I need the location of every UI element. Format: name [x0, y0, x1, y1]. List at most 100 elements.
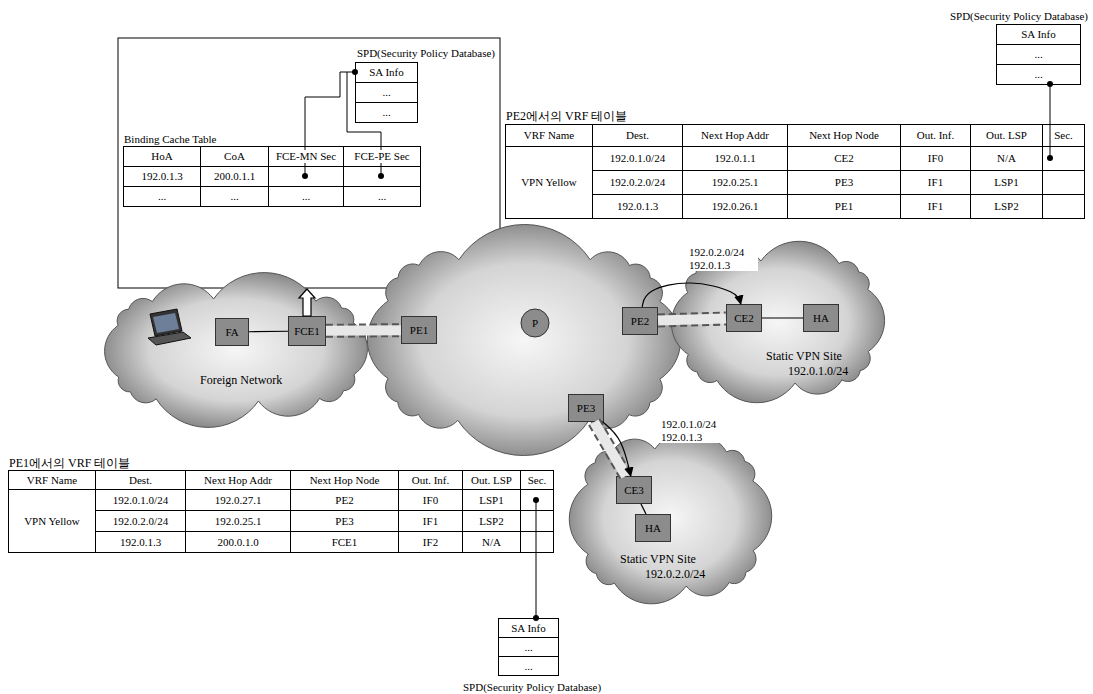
node-label: HA [645, 522, 661, 534]
pointer-dot [1047, 81, 1053, 87]
table-cell [520, 531, 554, 553]
table-cell: LSP1 [970, 170, 1043, 195]
table-text: HoA [150, 150, 173, 162]
tunnel-outline [326, 323, 401, 338]
link-connector [603, 422, 631, 476]
table-text: Out. LSP [985, 129, 1028, 141]
node-label: HA [813, 312, 829, 324]
table-cell: Sec. [1042, 124, 1085, 147]
cloud-outline [108, 290, 364, 410]
table-text: 192.0.1.1 [713, 152, 756, 164]
table-text: PE2 [334, 494, 354, 506]
table-text: FCE-MN Sec [275, 150, 337, 162]
table-cell: PE2 [290, 489, 399, 511]
table-text: FCE1 [331, 536, 359, 548]
link-connector [642, 283, 741, 307]
table-text: LSP1 [478, 494, 504, 506]
lookup-arrow [299, 289, 315, 316]
table-text: 200.0.1.0 [216, 536, 259, 548]
table-cell [268, 166, 344, 187]
table-cell: VPN Yellow [8, 489, 96, 553]
table-text: ... [229, 190, 239, 202]
table-text: 192.0.1.3 [616, 200, 659, 212]
table-cell: ... [355, 102, 418, 123]
table-cell: Out. Inf. [398, 470, 463, 490]
caption-holder: SPD(Security Policy Database) [462, 677, 602, 694]
table-cell: 192.0.1.0/24 [592, 146, 683, 171]
connector-line [641, 504, 646, 514]
tunnel-outline [594, 422, 626, 476]
mpls-core-cloud [367, 224, 680, 455]
table-text: ... [377, 190, 387, 202]
router-box: CE2 [726, 304, 762, 332]
table-cell [520, 489, 554, 511]
sa-pointer-line [536, 500, 537, 618]
table-text: CE2 [833, 152, 855, 164]
table-cell: 192.0.2.0/24 [592, 170, 683, 195]
table-text: Next Hop Addr [700, 129, 770, 141]
cloud-label-holder: Static VPN Site [766, 346, 842, 364]
table-cell: PE3 [290, 510, 399, 532]
table-cell: FCE1 [290, 531, 399, 553]
table-text: IF1 [422, 515, 439, 527]
table-cell: ... [200, 186, 269, 207]
table-text: 192.0.27.1 [214, 494, 263, 506]
laptop-display [153, 313, 179, 333]
table-text: LSP2 [993, 200, 1019, 212]
network-cloud: Static VPN Site192.0.1.0/24CE2HA [678, 252, 878, 392]
table-text: ... [1033, 68, 1043, 80]
table-text: 192.0.2.0/24 [112, 515, 169, 527]
connector-line [642, 283, 741, 307]
table-cell: ... [498, 637, 559, 657]
table-cell: 192.0.1.3 [123, 166, 201, 187]
table-cell: IF1 [900, 170, 971, 195]
table-cell: IF1 [900, 194, 971, 219]
table-cell: Next Hop Addr [185, 470, 291, 490]
table-text: PE3 [834, 176, 854, 188]
table-text: PE1 [834, 200, 854, 212]
caption-holder: PE1에서의 VRF 테이블 [8, 453, 131, 471]
table-cell: Next Hop Node [290, 470, 399, 490]
table-text: 192.0.26.1 [711, 200, 760, 212]
table-title: SPD(Security Policy Database) [356, 47, 496, 59]
router-circle-shape [521, 309, 549, 337]
table-text: 192.0.1.0/24 [112, 494, 169, 506]
cloud-shape [105, 273, 368, 428]
tunnel-outline [658, 319, 726, 321]
table-cell: SA Info [498, 618, 559, 638]
table-cell: 192.0.1.3 [592, 194, 683, 219]
table-text: FCE-PE Sec [353, 150, 410, 162]
table-cell [343, 166, 421, 187]
cloud-label-holder: 192.0.2.0/24 [645, 564, 705, 582]
lsp-tunnel [326, 330, 401, 332]
table-text: Out. LSP [470, 474, 513, 486]
cloud-label: Foreign Network [200, 373, 282, 387]
table-cell: Out. Inf. [900, 124, 971, 147]
table-text: N/A [996, 152, 1017, 164]
table-cell: FCE-PE Sec [343, 146, 421, 167]
table-text: IF1 [927, 176, 944, 188]
route-label-holder: 192.0.1.0/24 192.0.1.3 [660, 418, 730, 443]
router-box: FA [215, 318, 249, 346]
table-cell: CoA [200, 146, 269, 167]
table-cell: PE1 [787, 194, 901, 219]
link-connector [641, 504, 646, 514]
table-title: PE1에서의 VRF 테이블 [8, 456, 131, 470]
table-title: PE2에서의 VRF 테이블 [505, 109, 628, 123]
route-label-holder: 192.0.2.0/24 192.0.1.3 [688, 246, 758, 271]
table-text: 192.0.1.3 [119, 536, 162, 548]
table-text: Next Hop Node [309, 474, 381, 486]
node-label: PE3 [577, 402, 595, 414]
table-cell: IF1 [398, 510, 463, 532]
lsp-tunnel [658, 319, 726, 321]
router-box: PE3 [568, 394, 604, 422]
table-text: ... [523, 660, 533, 672]
table-cell: Sec. [520, 470, 554, 490]
table-text: ... [381, 86, 391, 98]
table-title: SPD(Security Policy Database) [949, 10, 1089, 22]
cloud-label: Static VPN Site [620, 552, 696, 566]
table-text: ... [157, 190, 167, 202]
